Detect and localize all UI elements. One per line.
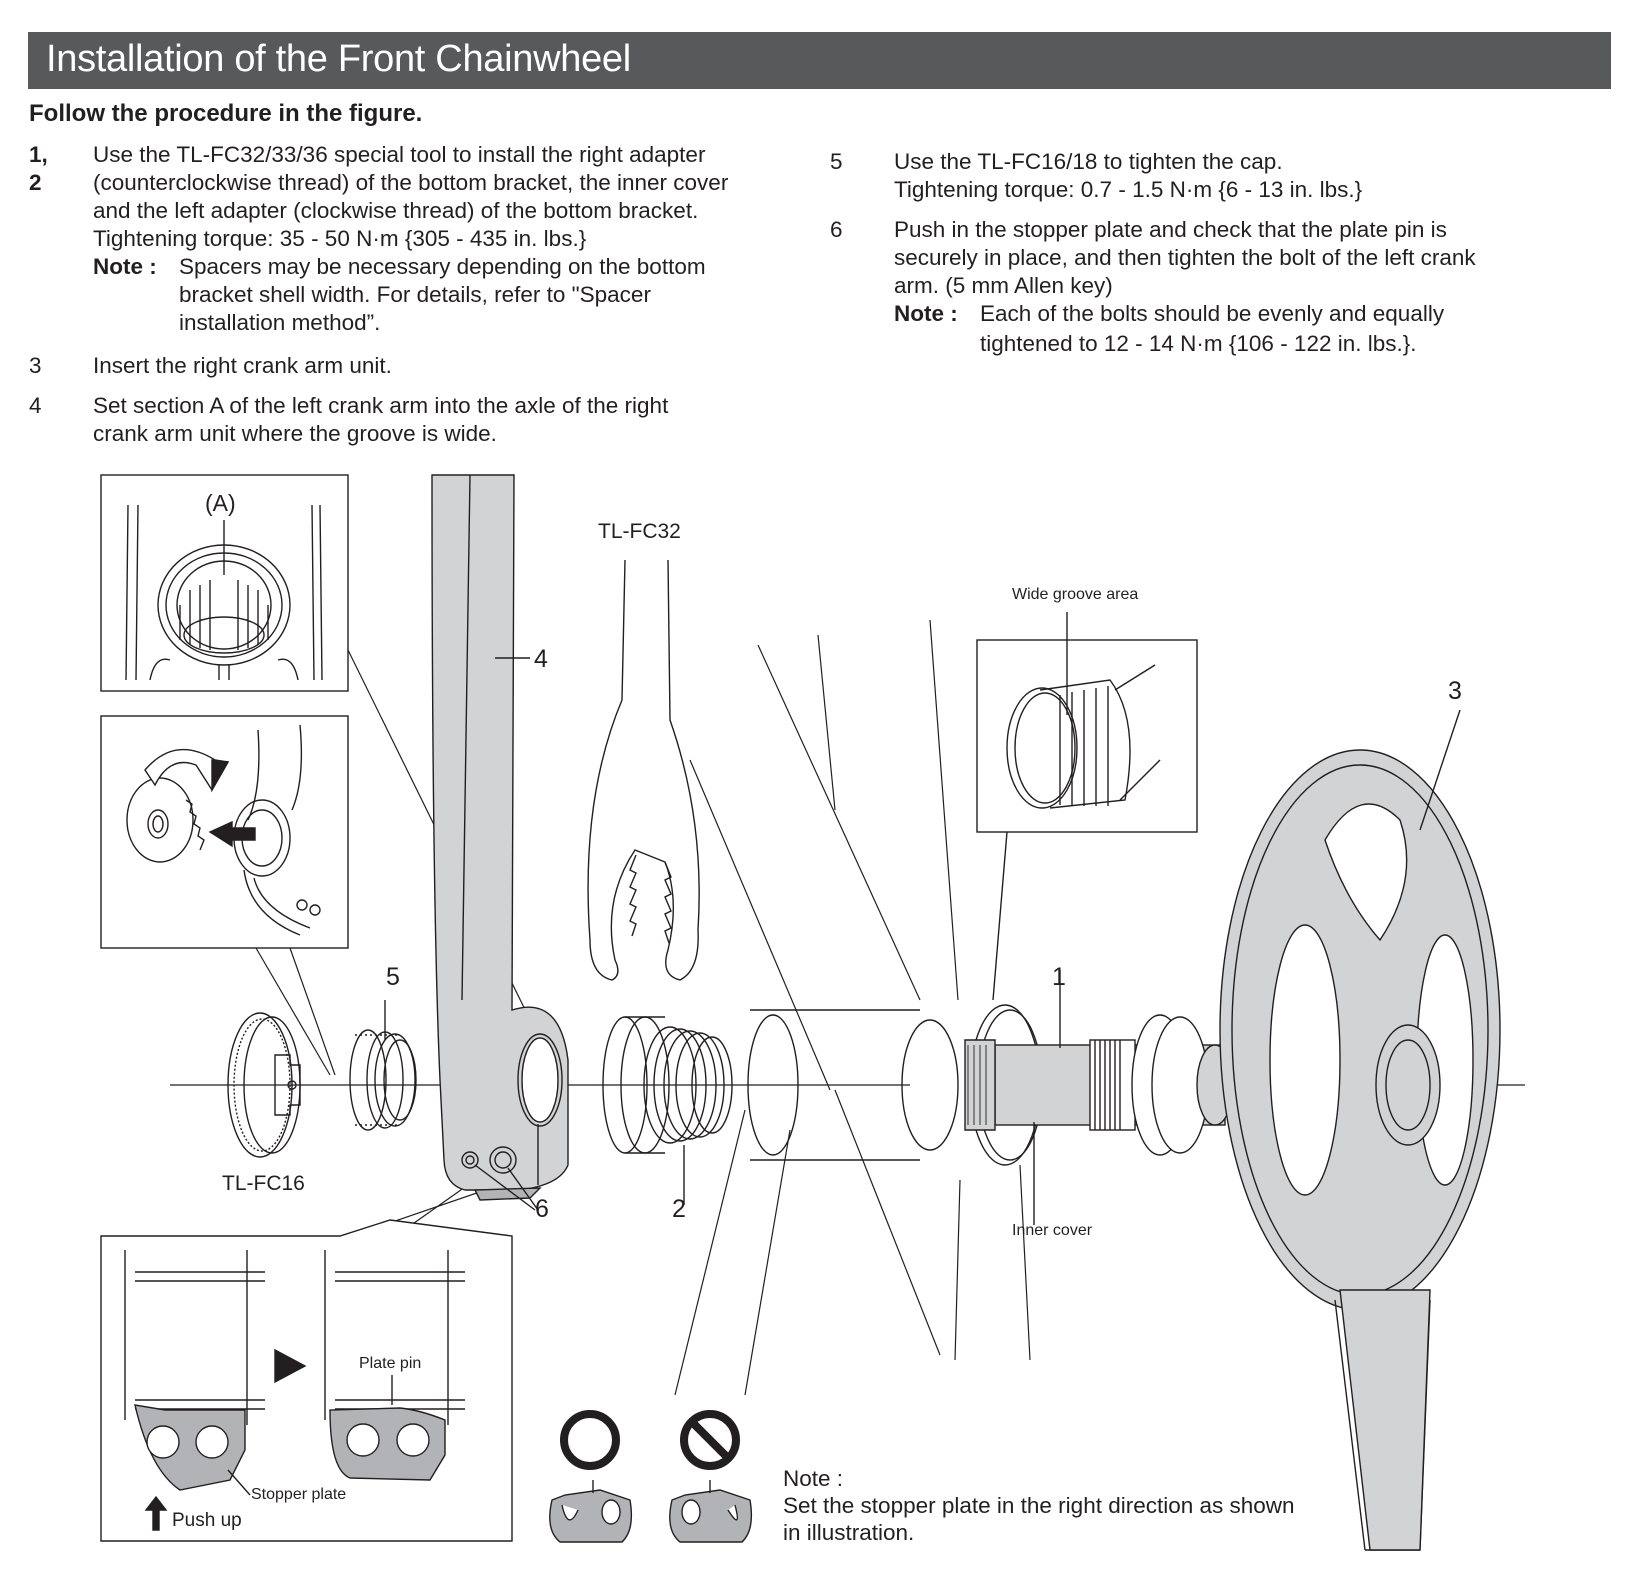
left-adapter bbox=[602, 1016, 733, 1205]
section-header: Installation of the Front Chainwheel bbox=[28, 32, 1611, 89]
step-body: Use the TL-FC32/33/36 special tool to in… bbox=[93, 141, 728, 337]
note-line: installation method”. bbox=[179, 310, 381, 335]
label-tl-fc16: TL-FC16 bbox=[222, 1172, 305, 1195]
step-number: 6 bbox=[830, 217, 843, 242]
step-number: 4 bbox=[29, 393, 42, 418]
callout-3: 3 bbox=[1448, 677, 1462, 705]
step-note: Note : Each of the bolts should be evenl… bbox=[894, 300, 1476, 360]
note-label: Note : bbox=[93, 254, 157, 279]
frame-lines bbox=[674, 619, 1031, 1396]
step-line: securely in place, and then tighten the … bbox=[894, 245, 1476, 270]
step-line: crank arm unit where the groove is wide. bbox=[93, 421, 497, 446]
right-adapter bbox=[1089, 1014, 1234, 1156]
label-stopper-plate: Stopper plate bbox=[251, 1486, 347, 1503]
tool-tl-fc32 bbox=[587, 559, 700, 981]
step-body: Use the TL-FC16/18 to tighten the cap. T… bbox=[894, 148, 1362, 204]
detail-box-section-a bbox=[100, 474, 349, 692]
label-push-up: Push up bbox=[172, 1510, 242, 1531]
step-line: Tightening torque: 35 - 50 N·m {305 - 43… bbox=[93, 226, 587, 251]
step-line: Use the TL-FC16/18 to tighten the cap. bbox=[894, 149, 1283, 174]
prohibited-icon bbox=[680, 1410, 740, 1470]
step-line: Use the TL-FC32/33/36 special tool to in… bbox=[93, 142, 706, 167]
step-line: arm. (5 mm Allen key) bbox=[894, 273, 1113, 298]
label-wide-groove: Wide groove area bbox=[1012, 586, 1139, 603]
label-section-a: (A) bbox=[205, 490, 236, 516]
callout-4: 4 bbox=[534, 645, 548, 673]
detail-box-wide-groove bbox=[976, 612, 1198, 1001]
step-line: Insert the right crank arm unit. bbox=[93, 353, 392, 378]
tool-tl-fc16 bbox=[227, 1012, 301, 1158]
step-number: 1, 2 bbox=[29, 142, 48, 195]
callout-1: 1 bbox=[1052, 963, 1066, 991]
chainring-crankset bbox=[1219, 709, 1501, 1551]
step-line: (counterclockwise thread) of the bottom … bbox=[93, 170, 729, 195]
note-line: Spacers may be necessary depending on th… bbox=[179, 254, 706, 279]
note-label: Note : bbox=[894, 301, 958, 326]
step-note: Note : Spacers may be necessary dependin… bbox=[93, 253, 728, 337]
step-body: Set section A of the left crank arm into… bbox=[93, 392, 668, 448]
callout-6: 6 bbox=[535, 1195, 549, 1223]
bottom-note-line: Set the stopper plate in the right direc… bbox=[783, 1493, 1295, 1518]
detail-box-cap-install bbox=[100, 715, 349, 949]
stopper-plate-incorrect bbox=[669, 1480, 753, 1543]
step-number: 5 bbox=[830, 149, 843, 174]
detail-box-stopper-plate bbox=[100, 1219, 513, 1542]
crank-cap bbox=[349, 1000, 417, 1131]
bottom-note: Note : Set the stopper plate in the righ… bbox=[783, 1465, 1295, 1546]
step-line: Tightening torque: 0.7 - 1.5 N·m {6 - 13… bbox=[894, 177, 1363, 202]
step-line: Set section A of the left crank arm into… bbox=[93, 393, 669, 418]
step-number: 3 bbox=[29, 353, 42, 378]
note-line: Each of the bolts should be evenly and e… bbox=[980, 301, 1445, 326]
step-line: Push in the stopper plate and check that… bbox=[894, 217, 1447, 242]
callout-5: 5 bbox=[386, 963, 400, 991]
label-inner-cover: Inner cover bbox=[1012, 1222, 1093, 1239]
callout-2: 2 bbox=[672, 1195, 686, 1223]
step-body: Push in the stopper plate and check that… bbox=[894, 216, 1476, 360]
label-tl-fc32: TL-FC32 bbox=[598, 520, 681, 543]
left-crank-arm bbox=[431, 474, 569, 1211]
step-body: Insert the right crank arm unit. bbox=[93, 352, 392, 380]
note-line: bracket shell width. For details, refer … bbox=[179, 282, 651, 307]
correct-circle-icon bbox=[560, 1410, 620, 1470]
label-plate-pin: Plate pin bbox=[359, 1355, 422, 1372]
bottom-note-label: Note : bbox=[783, 1466, 844, 1491]
bottom-note-line: in illustration. bbox=[783, 1520, 915, 1545]
note-line: tightened to 12 - 14 N·m {106 - 122 in. … bbox=[980, 331, 1417, 356]
intro-text: Follow the procedure in the figure. bbox=[29, 100, 423, 127]
stopper-plate-correct bbox=[549, 1480, 633, 1543]
step-line: and the left adapter (clockwise thread) … bbox=[93, 198, 699, 223]
page-title: Installation of the Front Chainwheel bbox=[46, 38, 631, 80]
